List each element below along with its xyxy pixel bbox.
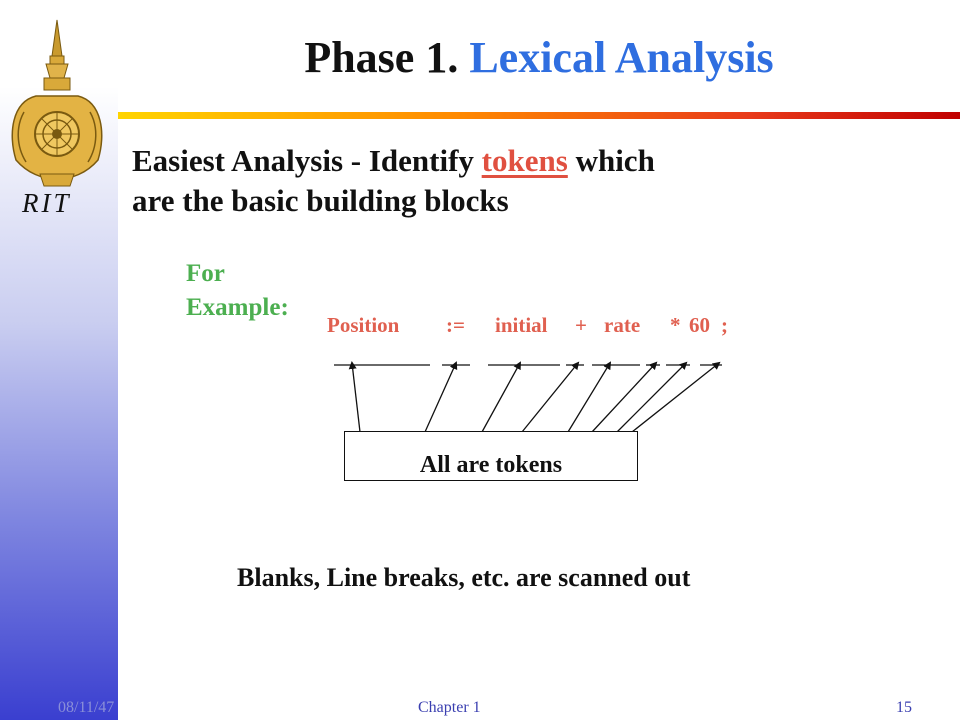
slide-title: Phase 1. Lexical Analysis	[118, 32, 960, 83]
rit-logo-text: RIT	[22, 188, 72, 218]
arrow-position	[348, 361, 361, 433]
body-line1-prefix: Easiest Analysis - Identify	[132, 143, 474, 178]
arrow-plus	[521, 361, 580, 433]
token-plus: +	[575, 313, 587, 337]
arrow-assign	[424, 361, 458, 433]
footer-chapter: Chapter 1	[418, 699, 481, 716]
body-line1-suffix: which	[575, 143, 655, 178]
token-sixty: 60	[689, 313, 710, 337]
token-semicolon: ;	[721, 313, 728, 337]
token-position: Position	[327, 313, 400, 337]
arrow-sixty	[616, 361, 688, 433]
scanned-out-note: Blanks, Line breaks, etc. are scanned ou…	[237, 563, 691, 592]
arrow-times	[591, 361, 658, 433]
example-line-2: Example:	[186, 294, 289, 321]
tokens-highlight: tokens	[481, 143, 568, 178]
sidebar-gradient: RIT	[0, 0, 118, 720]
body-line-2: are the basic building blocks	[132, 183, 509, 218]
arrow-rate	[567, 361, 612, 433]
title-underline-bar	[118, 112, 960, 119]
title-part1: Phase 1.	[304, 33, 459, 82]
tokens-box	[344, 431, 638, 481]
token-times: *	[670, 313, 681, 337]
footer-page-number: 15	[896, 699, 912, 716]
footer-date: 08/11/47	[58, 699, 115, 716]
rit-emblem-icon	[11, 19, 103, 187]
example-line-1: For	[186, 260, 225, 287]
token-rate: rate	[604, 313, 641, 337]
title-part2: Lexical Analysis	[469, 33, 774, 82]
tokens-box-label: All are tokens	[419, 452, 563, 478]
example-label: For Example:	[186, 257, 289, 325]
token-initial: initial	[495, 313, 548, 337]
arrow-semicolon	[631, 361, 721, 433]
token-assign: :=	[446, 313, 465, 337]
body-line-1: Easiest Analysis - Identify tokens which	[132, 143, 655, 179]
arrow-initial	[481, 361, 521, 433]
